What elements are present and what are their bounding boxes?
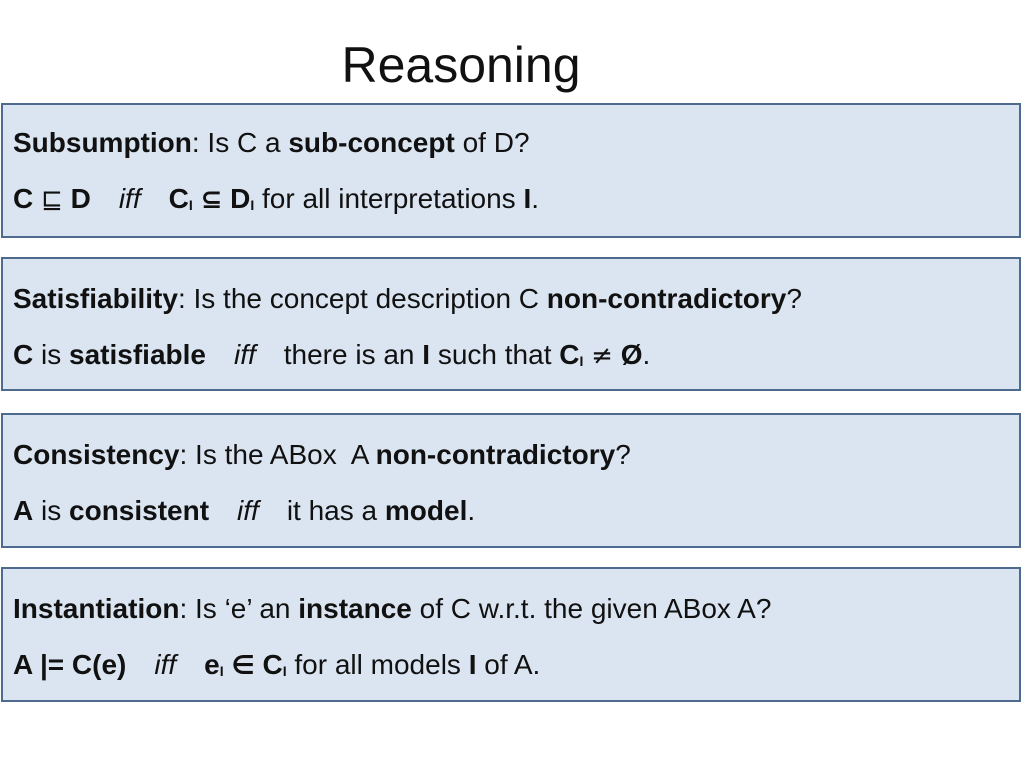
satisfiability-ci-sup: I <box>579 353 584 369</box>
subsumption-di-sup: I <box>250 197 255 213</box>
subsumption-subset: ⊆ <box>200 185 223 215</box>
satisfiability-neq: ≠ <box>591 341 613 371</box>
subsumption-ci: C <box>168 183 189 214</box>
consistency-a: A <box>13 495 34 526</box>
instantiation-entailment: A |= C(e) <box>13 649 127 680</box>
consistency-formula: A is consistent iff it has a model. <box>13 483 1019 539</box>
subsumption-q1: : Is C a <box>191 127 289 158</box>
satisfiability-box: Satisfiability: Is the concept descripti… <box>1 257 1021 391</box>
instantiation-end: of A. <box>476 649 541 680</box>
consistency-q1: : Is the ABox A <box>179 439 376 470</box>
consistency-q3: ? <box>615 439 631 470</box>
consistency-term: Consistency <box>13 439 180 470</box>
instantiation-q1: : Is ‘e’ an <box>179 593 299 624</box>
consistency-question: Consistency: Is the ABox A non-contradic… <box>13 427 1019 483</box>
subsumption-end: . <box>531 183 540 214</box>
satisfiability-i: I <box>422 339 431 370</box>
instantiation-e-sup: I <box>219 663 224 679</box>
consistency-is: is <box>33 495 70 526</box>
consistency-end: . <box>467 495 476 526</box>
satisfiability-such: such that <box>430 339 560 370</box>
subsumption-rest: for all interpretations <box>254 183 524 214</box>
satisfiability-q3: ? <box>786 283 802 314</box>
subsumption-ci-sup: I <box>188 197 193 213</box>
instantiation-box: Instantiation: Is ‘e’ an instance of C w… <box>1 567 1021 702</box>
satisfiability-q1: : Is the concept description C <box>177 283 547 314</box>
satisfiability-formula: C is satisfiable iff there is an I such th… <box>13 327 1019 383</box>
subsumption-question: Subsumption: Is C a sub-concept of D? <box>13 115 1019 171</box>
satisfiability-there: there is an <box>283 339 423 370</box>
instantiation-term: Instantiation <box>13 593 180 624</box>
instantiation-iff: iff <box>154 649 177 680</box>
consistency-iff: iff <box>237 495 259 526</box>
subsumption-box: Subsumption: Is C a sub-concept of D? C … <box>1 103 1021 238</box>
instantiation-e: e <box>204 649 220 680</box>
subsumption-di: D <box>230 183 251 214</box>
satisfiability-question: Satisfiability: Is the concept descripti… <box>13 271 1019 327</box>
consistency-q2: non-contradictory <box>375 439 616 470</box>
satisfiability-term: Satisfiability <box>13 283 178 314</box>
subsumption-c: C <box>13 183 34 214</box>
subsumption-term: Subsumption <box>13 127 192 158</box>
instantiation-i: I <box>468 649 477 680</box>
instantiation-rest: for all models <box>286 649 469 680</box>
subsumption-iff: iff <box>118 183 141 214</box>
subsumption-i: I <box>523 183 532 214</box>
instantiation-question: Instantiation: Is ‘e’ an instance of C w… <box>13 581 1019 637</box>
subsumption-q2: sub-concept <box>288 127 455 158</box>
satisfiability-is: is <box>33 339 70 370</box>
satisfiability-q2: non-contradictory <box>546 283 787 314</box>
consistency-has: it has a <box>286 495 385 526</box>
satisfiability-ci: C <box>559 339 580 370</box>
instantiation-element-of: ∈ <box>231 651 255 681</box>
instantiation-q2: instance <box>298 593 412 624</box>
subsumption-d: D <box>70 183 91 214</box>
instantiation-ci: C <box>262 649 283 680</box>
instantiation-ci-sup: I <box>282 663 287 679</box>
slide-title: Reasoning <box>341 37 581 93</box>
satisfiability-satisfiable: satisfiable <box>69 339 206 370</box>
satisfiability-end: . <box>642 339 651 370</box>
satisfiability-empty: Ø <box>620 339 643 370</box>
consistency-consistent: consistent <box>69 495 210 526</box>
subsumption-q3: of D? <box>454 127 530 158</box>
subsumption-operator: ⊑ <box>41 185 63 215</box>
satisfiability-iff: iff <box>233 339 256 370</box>
instantiation-q3: of C w.r.t. the given ABox A? <box>411 593 772 624</box>
satisfiability-c: C <box>13 339 34 370</box>
consistency-box: Consistency: Is the ABox A non-contradic… <box>1 413 1021 548</box>
consistency-model: model <box>384 495 468 526</box>
